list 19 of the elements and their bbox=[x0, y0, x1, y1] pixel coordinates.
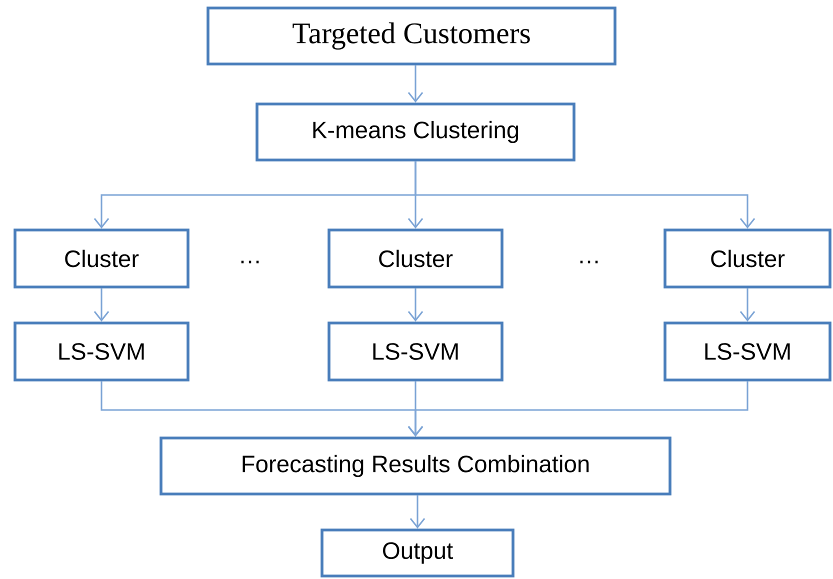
process-box: LS-SVM bbox=[664, 322, 832, 382]
process-box: K-means Clustering bbox=[256, 102, 576, 162]
ellipsis: … bbox=[580, 260, 598, 264]
arrow bbox=[408, 288, 424, 322]
arrow bbox=[414, 161, 756, 229]
arrow bbox=[94, 288, 110, 322]
process-box: Output bbox=[320, 528, 514, 578]
process-box: Targeted Customers bbox=[206, 6, 616, 66]
process-box: Cluster bbox=[14, 228, 190, 288]
process-box: Cluster bbox=[664, 228, 832, 288]
arrow bbox=[408, 65, 424, 103]
process-box: LS-SVM bbox=[14, 322, 190, 382]
ellipsis: … bbox=[241, 260, 259, 264]
arrow bbox=[410, 495, 426, 529]
process-box: Forecasting Results Combination bbox=[160, 436, 672, 496]
arrow bbox=[408, 381, 748, 437]
process-box: LS-SVM bbox=[328, 322, 504, 382]
process-box: Cluster bbox=[328, 228, 504, 288]
arrow bbox=[740, 288, 756, 322]
